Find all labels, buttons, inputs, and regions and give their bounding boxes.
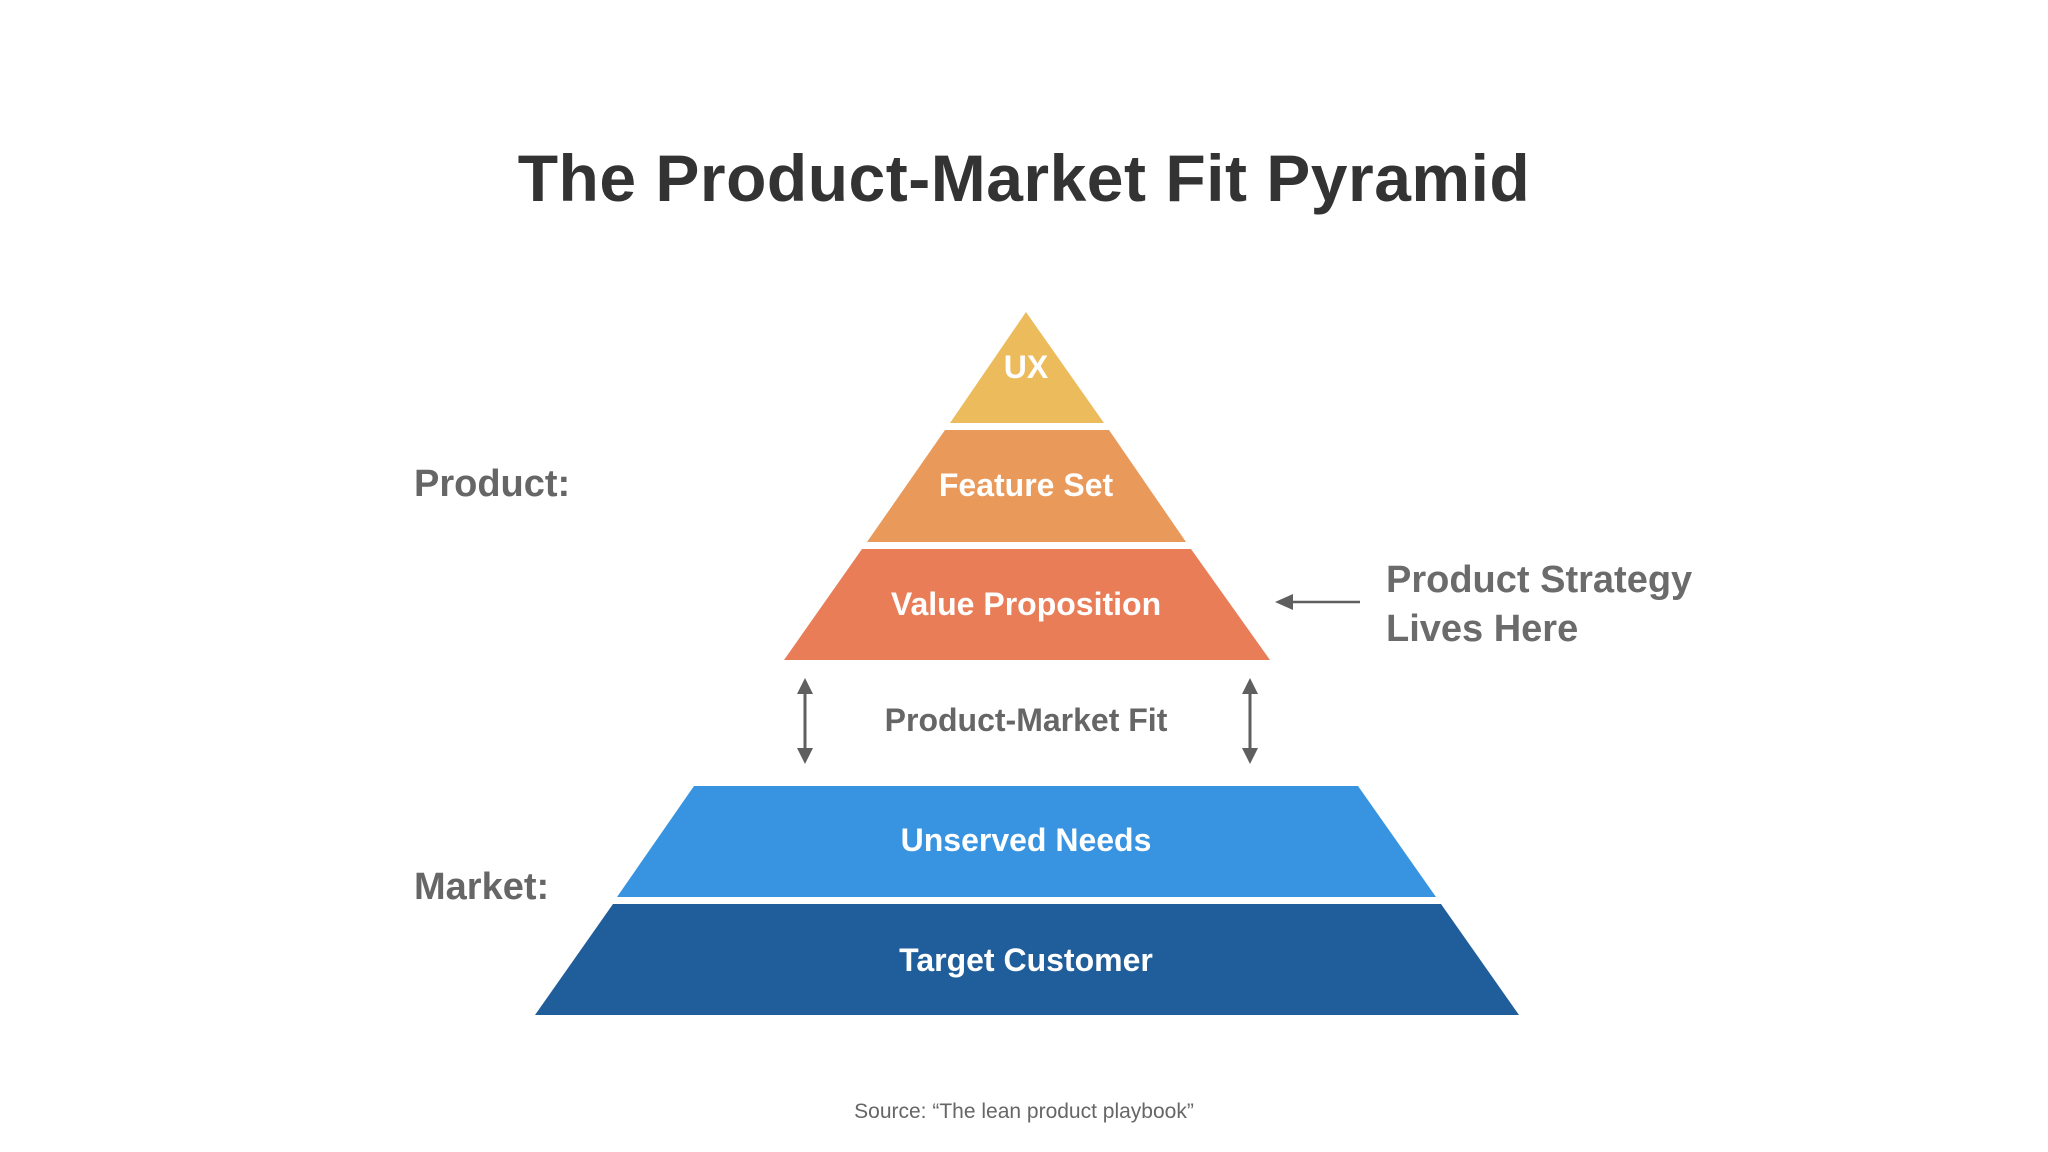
tier-value-proposition: [784, 549, 1270, 660]
right-double-arrow-icon: [1242, 678, 1258, 764]
left-double-arrow-icon: [797, 678, 813, 764]
tier-ux: [950, 312, 1104, 423]
tier-feature-set-label: Feature Set: [939, 467, 1114, 503]
tier-ux-label: UX: [1004, 349, 1049, 385]
source-caption: Source: “The lean product playbook”: [854, 1100, 1194, 1123]
tier-unserved-needs: [617, 786, 1436, 897]
market-group-label: Market:: [414, 866, 550, 908]
product-group-label: Product:: [414, 463, 571, 505]
product-market-fit-label: Product-Market Fit: [885, 702, 1168, 738]
tier-feature-set: [867, 430, 1186, 542]
product-strategy-note: Product Strategy Lives Here: [1386, 556, 1692, 654]
left-arrow-icon: [1275, 594, 1360, 610]
tier-target-customer-label: Target Customer: [899, 942, 1153, 978]
page-title: The Product-Market Fit Pyramid: [517, 141, 1531, 215]
tier-unserved-needs-label: Unserved Needs: [901, 822, 1152, 858]
strategy-note-line-1: Product Strategy: [1386, 559, 1693, 601]
tier-value-proposition-label: Value Proposition: [891, 586, 1161, 622]
tier-target-customer: [535, 904, 1519, 1015]
strategy-note-line-2: Lives Here: [1386, 608, 1579, 650]
